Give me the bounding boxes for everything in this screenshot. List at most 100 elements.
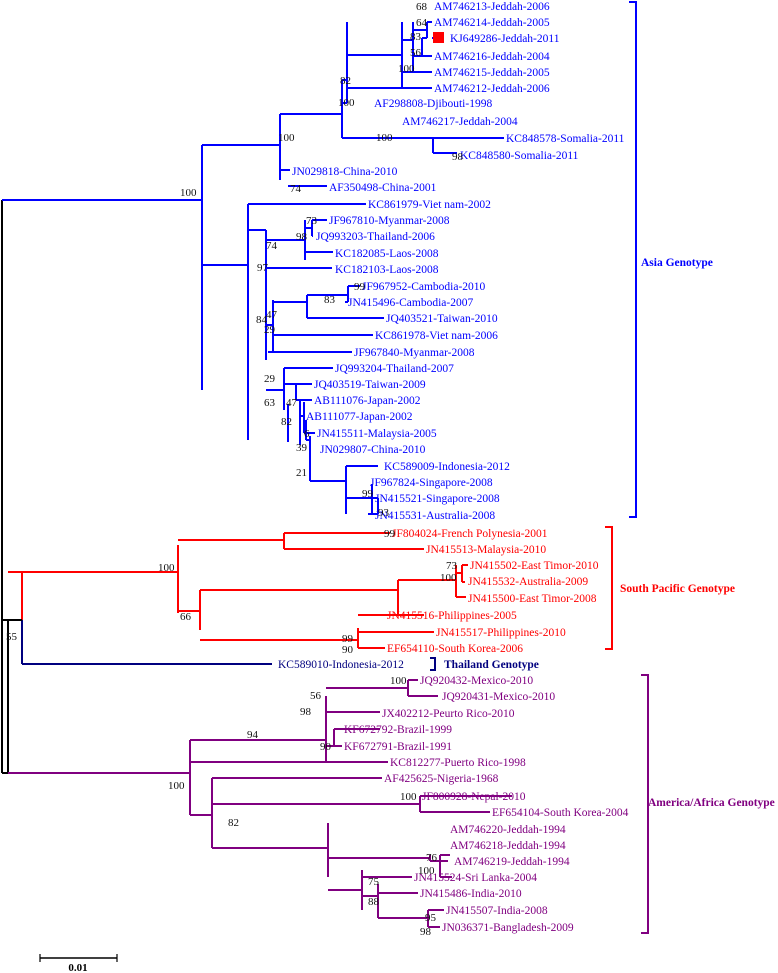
bootstrap-value: 84	[256, 314, 268, 326]
taxon-label: JN415524-Sri Lanka-2004	[414, 872, 537, 884]
bootstrap-value: 74	[290, 183, 302, 195]
genotype-bracket-thailand: Thailand Genotype	[430, 657, 539, 671]
taxon-label: AM746214-Jeddah-2005	[434, 17, 550, 29]
bootstrap-value: 39	[296, 442, 308, 454]
bootstrap-value: 83	[324, 294, 336, 306]
taxon-label: KC589010-Indonesia-2012	[278, 659, 404, 671]
bootstrap-value: 68	[416, 1, 428, 13]
genotype-label-thailand: Thailand Genotype	[444, 659, 539, 671]
taxon-label: JN029818-China-2010	[292, 166, 398, 178]
bootstrap-value: 90	[342, 644, 354, 656]
bootstrap-value: 100	[180, 187, 197, 199]
bootstrap-value: 100	[440, 572, 457, 584]
taxon-label: KC861978-Viet nam-2006	[375, 330, 498, 342]
bootstrap-value: 100	[168, 780, 185, 792]
taxon-label: JF967952-Cambodia-2010	[362, 281, 486, 293]
bracket-line	[641, 674, 649, 934]
bootstrap-value: 73	[306, 215, 318, 227]
taxon-label: JQ993204-Thailand-2007	[335, 363, 454, 375]
bootstrap-value: 73	[446, 560, 458, 572]
bootstrap-value: 99	[342, 633, 354, 645]
bootstrap-value: 29	[264, 373, 276, 385]
bootstrap-value: 95	[425, 912, 437, 924]
taxon-label: AM746220-Jeddah-1994	[450, 824, 566, 836]
bootstrap-value: 98	[300, 706, 312, 718]
bootstrap-value: 100	[278, 132, 295, 144]
bootstrap-value: 100	[390, 675, 407, 687]
genotype-bracket-america-africa: America/Africa Genotype	[641, 674, 775, 934]
taxon-label: EF654104-South Korea-2004	[492, 807, 629, 819]
bootstrap-value: 100	[400, 791, 417, 803]
bracket-line	[605, 526, 613, 650]
taxon-label: AM746215-Jeddah-2005	[434, 67, 550, 79]
scale-bar-label: 0.01	[68, 962, 87, 973]
bootstrap-value: 29	[264, 324, 276, 336]
taxon-label: AF425625-Nigeria-1968	[384, 773, 499, 785]
taxon-label: JN415521-Singapore-2008	[375, 493, 500, 505]
bootstrap-value: 99	[354, 281, 366, 293]
taxon-label: JN415513-Malaysia-2010	[426, 544, 546, 556]
taxon-label: AF350498-China-2001	[329, 182, 437, 194]
taxon-label: KC182085-Laos-2008	[335, 248, 439, 260]
bootstrap-value: 56	[310, 690, 322, 702]
taxon-label: AF298808-Djibouti-1998	[374, 98, 492, 110]
taxon-label: KC861979-Viet nam-2002	[368, 199, 491, 211]
bootstrap-value: 21	[296, 467, 307, 479]
taxon-label: AM746218-Jeddah-1994	[450, 840, 566, 852]
taxon-label: JX402212-Peurto Rico-2010	[382, 708, 515, 720]
taxon-label: JN036371-Bangladesh-2009	[442, 922, 574, 934]
taxon-label: JN415502-East Timor-2010	[470, 560, 599, 572]
bracket-line	[430, 657, 436, 671]
taxon-label: JF967824-Singapore-2008	[370, 477, 493, 489]
taxon-label: JF967810-Myanmar-2008	[329, 215, 450, 227]
bootstrap-value: 63	[264, 397, 276, 409]
taxon-label: JN415496-Cambodia-2007	[348, 297, 473, 309]
bootstrap-value: 83	[410, 31, 422, 43]
tree-branches	[1, 21, 512, 928]
taxon-label: JN415517-Philippines-2010	[436, 627, 566, 639]
bracket-line	[629, 1, 637, 518]
genotype-label-america-africa: America/Africa Genotype	[648, 797, 775, 809]
bootstrap-value: 55	[6, 631, 18, 643]
genotype-bracket-asia: Asia Genotype	[629, 1, 713, 518]
taxon-label: KC589009-Indonesia-2012	[384, 461, 510, 473]
bootstrap-value: 100	[418, 865, 435, 877]
taxon-label: JN415486-India-2010	[420, 888, 522, 900]
bootstrap-value: 94	[247, 729, 259, 741]
bootstrap-value: 82	[340, 75, 351, 87]
bootstrap-value: 98	[452, 151, 464, 163]
taxon-label: JF967840-Myanmar-2008	[354, 347, 475, 359]
taxon-label: JN415507-India-2008	[446, 905, 548, 917]
taxon-label: JN029807-China-2010	[320, 444, 426, 456]
bootstrap-values: 6864835610082100100981007473987499834784…	[6, 1, 464, 938]
bootstrap-value: 6	[304, 428, 310, 440]
taxon-label: KC848578-Somalia-2011	[506, 133, 625, 145]
taxon-label: AM746216-Jeddah-2004	[434, 51, 550, 63]
taxon-label: JQ920431-Mexico-2010	[442, 691, 555, 703]
bootstrap-value: 93	[378, 507, 390, 519]
taxon-label: JN415532-Australia-2009	[468, 576, 588, 588]
bootstrap-value: 74	[266, 240, 278, 252]
taxon-label: AM746219-Jeddah-1994	[454, 856, 570, 868]
taxon-label: AM746212-Jeddah-2006	[434, 83, 550, 95]
taxon-label: AM746213-Jeddah-2006	[434, 1, 550, 13]
bootstrap-value: 47	[266, 309, 278, 321]
bootstrap-value: 66	[180, 611, 192, 623]
bootstrap-value: 97	[257, 262, 269, 274]
bootstrap-value: 47	[286, 397, 298, 409]
taxon-label: KF672791-Brazil-1991	[344, 741, 452, 753]
highlight-marker-square	[433, 32, 444, 43]
bootstrap-value: 82	[281, 416, 292, 428]
taxon-label: KF672792-Brazil-1999	[344, 724, 452, 736]
bootstrap-value: 90	[320, 741, 332, 753]
taxon-label: JN415500-East Timor-2008	[468, 593, 597, 605]
taxon-label: JQ993203-Thailand-2006	[316, 231, 435, 243]
taxon-labels: AM746213-Jeddah-2006AM746214-Jeddah-2005…	[278, 1, 629, 934]
taxon-label: KJ649286-Jeddah-2011	[450, 33, 560, 45]
genotype-label-south-pacific: South Pacific Genotype	[620, 583, 735, 595]
taxon-label: AB111076-Japan-2002	[314, 395, 421, 407]
taxon-label: AB111077-Japan-2002	[306, 411, 413, 423]
genotype-label-asia: Asia Genotype	[641, 257, 713, 269]
taxon-label: KC848580-Somalia-2011	[460, 150, 579, 162]
